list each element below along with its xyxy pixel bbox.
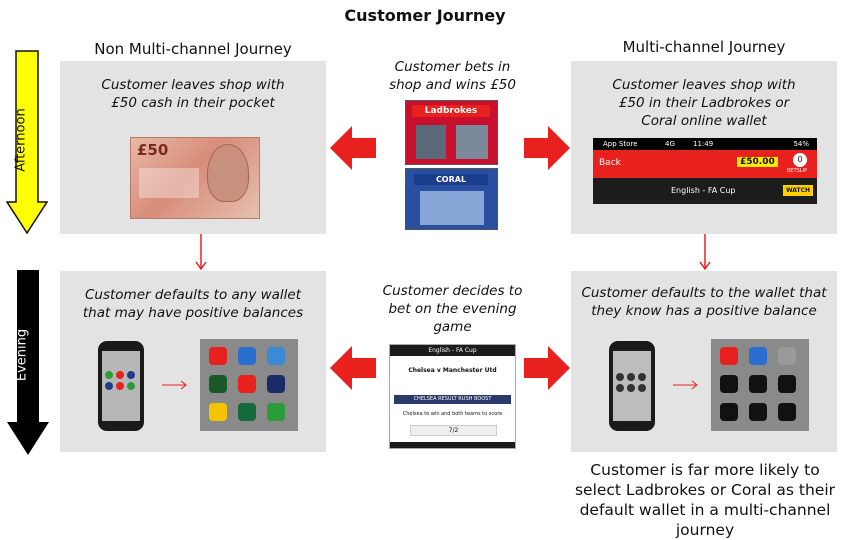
coral-shop-image: CORAL	[405, 168, 498, 230]
right-down-arrow	[699, 234, 711, 271]
app-header-screenshot: App Store 4G 11:49 54% Back £50.00 0 BET…	[593, 138, 817, 204]
left-down-arrow	[195, 234, 207, 271]
portrait-icon	[207, 144, 249, 202]
bottom-note: Customer is far more likely to select La…	[574, 461, 836, 539]
betslip-label: BETSLIP	[787, 168, 808, 174]
right-top-panel: Customer leaves shop with £50 in their L…	[571, 61, 837, 234]
left-bottom-text: Customer defaults to any wallet that may…	[82, 287, 304, 321]
left-red-arrow-top	[330, 126, 376, 170]
left-top-panel: Customer leaves shop with £50 cash in th…	[60, 61, 326, 234]
banknote-image: £50	[130, 137, 260, 219]
back-button[interactable]: Back	[599, 158, 621, 168]
left-heading: Non Multi-channel Journey	[94, 40, 292, 58]
ladbrokes-app-icon	[209, 347, 227, 365]
afternoon-label: Afternoon	[13, 108, 29, 172]
betslip-count[interactable]: 0	[793, 153, 807, 167]
small-red-arrow	[162, 380, 187, 390]
middle-bottom-text: Customer decides to bet on the evening g…	[382, 283, 523, 335]
subtitle: English - FA Cup	[671, 186, 736, 195]
app-folder-image	[200, 339, 298, 431]
small-red-arrow-2	[673, 380, 698, 390]
ladbrokes-shop-image: Ladbrokes	[405, 100, 498, 165]
banknote-value: £50	[137, 141, 169, 159]
right-heading: Multi-channel Journey	[622, 38, 786, 56]
skybet-app-icon	[238, 375, 256, 393]
right-red-arrow-bottom	[524, 346, 570, 390]
watch-button[interactable]: WATCH	[782, 185, 813, 196]
evening-arrow	[7, 270, 49, 455]
page-title: Customer Journey	[344, 6, 506, 25]
williamhill-app-icon	[267, 375, 285, 393]
bet-screen-image: English - FA Cup Chelsea v Manchester Ut…	[389, 344, 516, 449]
middle-top-text: Customer bets in shop and wins £50	[389, 59, 516, 93]
phone-image	[98, 341, 144, 431]
paddypower-app-icon	[209, 375, 227, 393]
bet365-app-icon	[238, 403, 256, 421]
app-folder-image-2	[711, 339, 809, 431]
right-red-arrow-top	[524, 126, 570, 170]
afternoon-arrow	[6, 50, 48, 234]
right-bottom-panel: Customer defaults to the wallet that the…	[571, 271, 837, 452]
phone-image-2	[609, 341, 655, 431]
coral-app-icon	[238, 347, 256, 365]
right-bottom-text: Customer defaults to the wallet that the…	[581, 285, 827, 319]
balance-badge[interactable]: £50.00	[737, 157, 778, 167]
coral-app-icon	[749, 347, 767, 365]
right-top-text: Customer leaves shop with £50 in their L…	[612, 77, 796, 129]
evening-label: Evening	[14, 328, 30, 382]
left-bottom-panel: Customer defaults to any wallet that may…	[60, 271, 326, 452]
left-red-arrow-bottom	[330, 346, 376, 390]
left-top-text: Customer leaves shop with £50 cash in th…	[101, 77, 285, 111]
ladbrokes-app-icon	[720, 347, 738, 365]
